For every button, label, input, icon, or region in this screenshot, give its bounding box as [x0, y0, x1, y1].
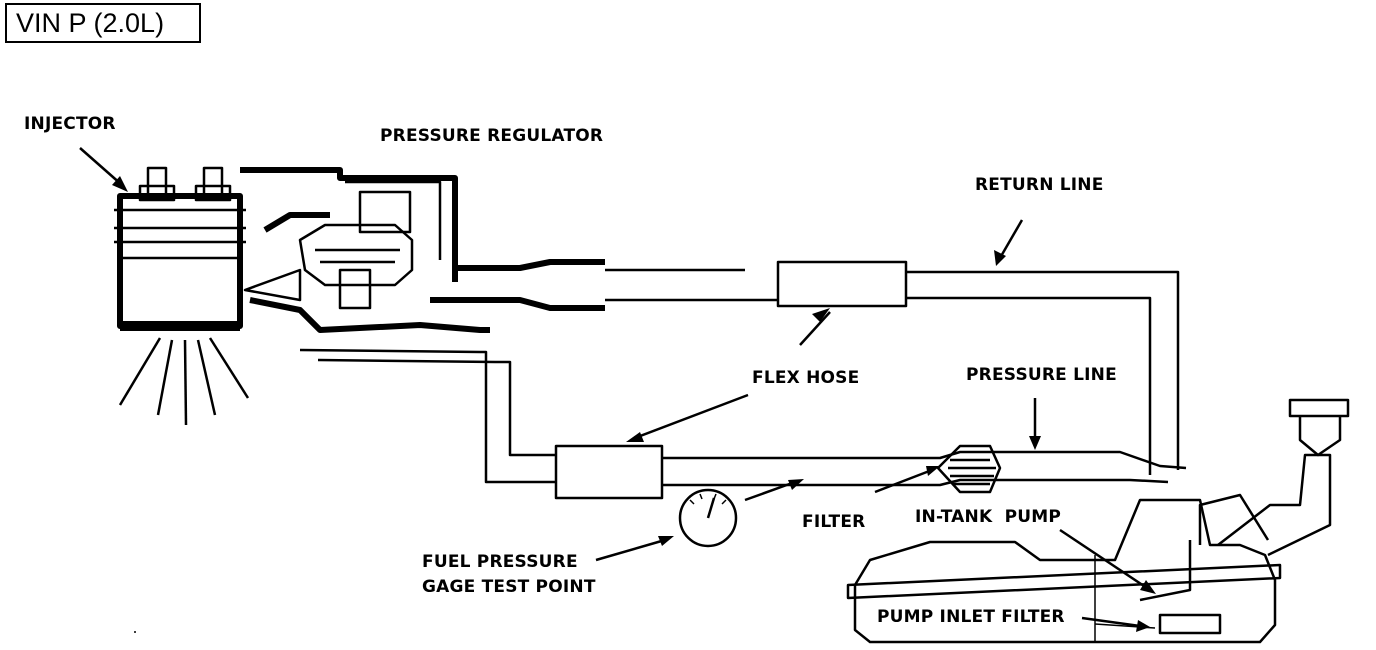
label-pump-inlet-filter: PUMP INLET FILTER	[877, 607, 1065, 627]
injector-spray	[118, 337, 250, 426]
leader-arrows	[79, 147, 1156, 632]
stray-dot	[134, 631, 136, 633]
label-return-line: RETURN LINE	[975, 175, 1104, 195]
fuel-pressure-gauge	[678, 488, 738, 548]
return-line	[430, 259, 1180, 475]
injector-assembly	[114, 166, 246, 331]
label-in-tank-pump: IN-TANK PUMP	[915, 507, 1062, 527]
fuel-filter	[936, 444, 1002, 494]
diagram-title: VIN P (2.0L)	[5, 3, 201, 43]
label-filter: FILTER	[802, 512, 866, 532]
fuel-tank	[846, 398, 1350, 644]
label-fuel-pressure: FUEL PRESSURE	[422, 552, 578, 572]
pressure-regulator	[240, 167, 490, 333]
label-pressure-line: PRESSURE LINE	[966, 365, 1117, 385]
label-pressure-regulator: PRESSURE REGULATOR	[380, 126, 604, 146]
label-gage-test-point: GAGE TEST POINT	[422, 577, 596, 597]
pressure-line	[299, 348, 1187, 500]
label-flex-hose: FLEX HOSE	[752, 368, 860, 388]
label-injector: INJECTOR	[24, 114, 116, 134]
